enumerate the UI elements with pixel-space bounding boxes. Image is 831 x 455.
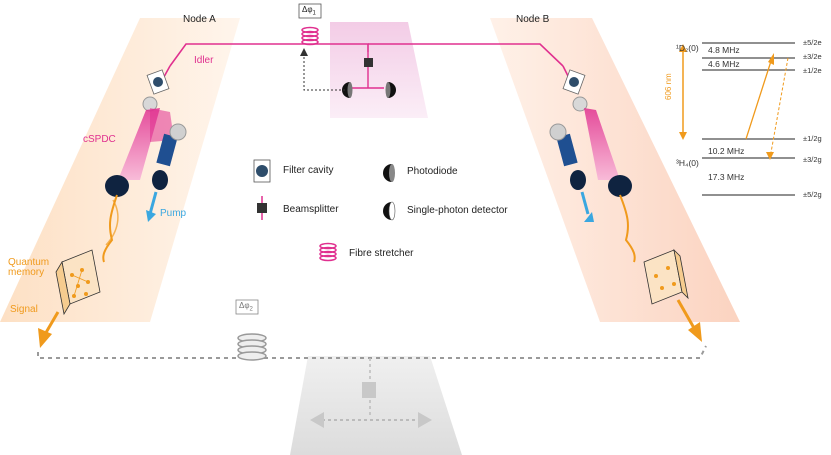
photodiode-left	[342, 82, 353, 98]
feedback-line	[303, 56, 345, 91]
beamsplitter-icon	[257, 196, 267, 220]
node-a-panel	[0, 18, 240, 322]
idler-fibre-a	[169, 43, 369, 67]
beamsplitter-center	[364, 58, 373, 67]
idler-label: Idler	[194, 55, 214, 66]
e-level-5-2: ±5/2e	[803, 38, 822, 47]
phase-top-label: Δφ1	[302, 5, 316, 17]
filter-cavity-icon	[253, 159, 271, 183]
e-level-3-2: ±3/2e	[803, 52, 822, 61]
split-g2-label: 17.3 MHz	[708, 172, 745, 182]
fibre-stretcher-icon	[319, 242, 337, 262]
legend-filter-cavity: Filter cavity	[283, 165, 334, 176]
signal-fibre-bottom	[37, 345, 707, 359]
legend-photodiode: Photodiode	[407, 166, 458, 177]
lower-state-label: ³H₄(0)	[676, 158, 699, 168]
photodiode-right	[385, 82, 396, 98]
fibre-stretcher-bottom	[237, 333, 267, 361]
e-level-1-2: ±1/2e	[803, 66, 822, 75]
quantum-memory-label: Quantum memory	[8, 257, 50, 278]
node-b-components	[549, 69, 702, 342]
split-e2-label: 4.6 MHz	[708, 59, 740, 69]
bottom-station-panel	[290, 356, 462, 455]
idler-fibre-b	[368, 43, 564, 67]
legend-fibre-stretcher: Fibre stretcher	[349, 248, 414, 259]
energy-level-diagram	[679, 42, 795, 196]
legend-single-photon-detector: Single-photon detector	[407, 205, 508, 216]
bottom-beamsplitter	[310, 358, 432, 428]
node-a-label: Node A	[183, 14, 216, 25]
g-level-5-2: ±5/2g	[803, 190, 822, 199]
cspdc-label: cSPDC	[83, 134, 116, 145]
central-station-panel	[330, 22, 428, 118]
phase-box-top	[298, 3, 322, 19]
g-level-3-2: ±3/2g	[803, 155, 822, 164]
split-e1-label: 4.8 MHz	[708, 45, 740, 55]
photodiode-icon	[383, 164, 395, 182]
fibre-stretcher-top	[301, 26, 319, 46]
legend-beamsplitter: Beamsplitter	[283, 204, 339, 215]
single-photon-detector-icon	[383, 201, 396, 221]
signal-label: Signal	[10, 304, 38, 315]
wavelength-label: 606 nm	[664, 73, 673, 100]
split-g1-label: 10.2 MHz	[708, 146, 745, 156]
pump-label: Pump	[160, 208, 187, 219]
upper-state-label: ¹D₂(0)	[676, 43, 699, 53]
node-b-label: Node B	[516, 14, 550, 25]
g-level-1-2: ±1/2g	[803, 134, 822, 143]
node-a-components	[38, 69, 187, 348]
phase-bottom-label: Δφ2	[239, 301, 253, 313]
phase-box-bottom	[235, 299, 259, 315]
